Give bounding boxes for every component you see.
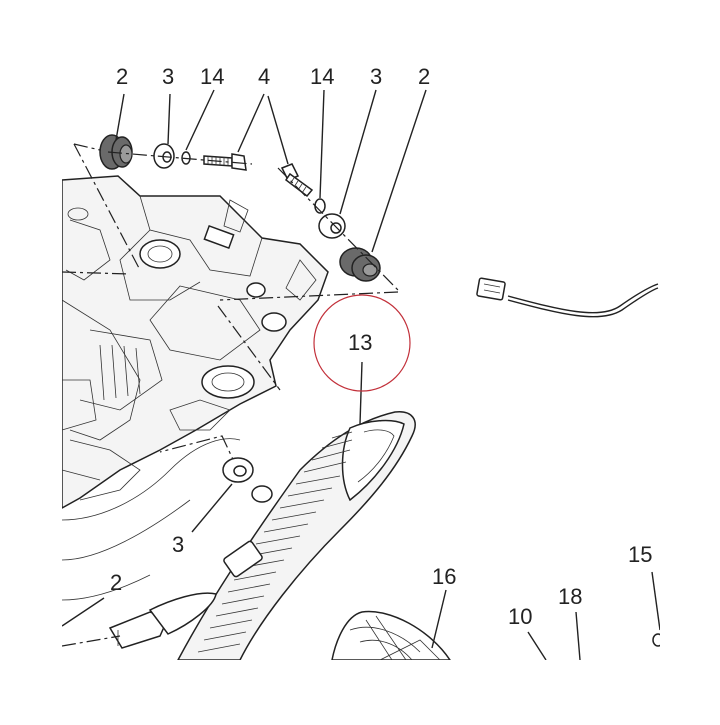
washer-lower [222, 457, 254, 483]
callout-10: 10 [508, 604, 532, 629]
callout-2-lower: 2 [110, 570, 122, 595]
left-mount-hardware [99, 134, 247, 171]
wiring-harness [476, 277, 659, 318]
wire-connector [476, 277, 506, 301]
bolt-left [203, 153, 247, 171]
callout-13: 13 [348, 330, 372, 355]
tail-light-assembly [176, 411, 416, 661]
callout-3-lower: 3 [172, 532, 184, 557]
bolt-right [280, 163, 314, 198]
turn-signal-left [108, 592, 217, 649]
callout-18: 18 [558, 584, 582, 609]
callout-14-top-left: 14 [200, 64, 224, 89]
callout-3-top-left: 3 [162, 64, 174, 89]
grommet-right [339, 247, 381, 282]
callout-2-top-right: 2 [418, 64, 430, 89]
left-margin [0, 0, 62, 720]
callout-4: 4 [258, 64, 270, 89]
lower-body-section [61, 438, 241, 601]
highlight-circle [313, 294, 411, 392]
grommet-left [99, 134, 133, 170]
washer-right [318, 213, 346, 239]
callout-3-top-right: 3 [370, 64, 382, 89]
bottom-margin [0, 660, 720, 720]
right-margin [660, 0, 720, 720]
callout-15: 15 [628, 542, 652, 567]
washer-left [153, 143, 175, 169]
callout-14-top-right: 14 [310, 64, 334, 89]
rear-frame [61, 175, 329, 510]
callout-2-top-left: 2 [116, 64, 128, 89]
lower-right-parts [331, 610, 664, 661]
callout-labels: 2 3 14 4 14 3 2 13 3 2 16 15 18 10 [110, 64, 652, 629]
callout-16: 16 [432, 564, 456, 589]
leader-lines [61, 89, 661, 661]
